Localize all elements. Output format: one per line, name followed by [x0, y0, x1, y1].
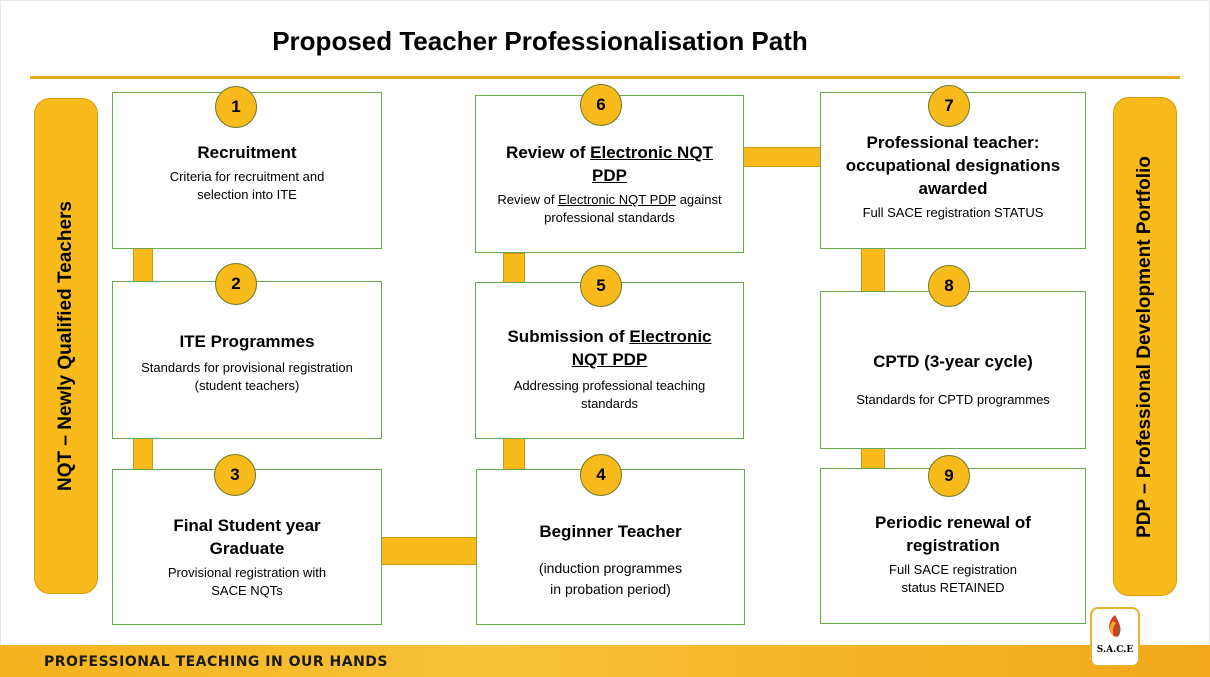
sace-logo-text: S.A.C.E [1096, 645, 1134, 655]
step-description: Review of Electronic NQT PDP against pro… [490, 191, 729, 227]
step-number-badge: 8 [928, 265, 970, 307]
step-number-badge: 1 [215, 86, 257, 128]
step-number-badge: 5 [580, 265, 622, 307]
step-description: Provisional registration with SACE NQTs [167, 565, 327, 598]
title-divider [30, 76, 1180, 79]
step-title-underlined: Electronic NQT PDP [571, 327, 712, 369]
sace-emblem-icon [1109, 615, 1121, 638]
connector-6-7 [743, 147, 821, 167]
step-number-badge: 7 [928, 85, 970, 127]
step-title-prefix: Submission of [507, 327, 630, 346]
step-number-badge: 2 [215, 263, 257, 305]
step-description: Addressing professional teaching standar… [513, 378, 706, 411]
step-description: (induction programmes in probation perio… [538, 560, 683, 597]
step-title: Periodic renewal of registration [875, 513, 1031, 555]
step-box-professional-teacher: Professional teacher: occupational desig… [820, 92, 1086, 249]
step-title: ITE Programmes [179, 332, 315, 351]
step-title-prefix: Review of [506, 143, 591, 162]
step-description: Standards for CPTD programmes [856, 392, 1050, 407]
step-desc-suffix: against professional standards [544, 192, 722, 225]
step-description: Full SACE registration status RETAINED [889, 562, 1017, 595]
step-title-underlined: Electronic NQT PDP [590, 143, 713, 185]
footer-banner: PROFESSIONAL TEACHING IN OUR HANDS [0, 645, 1210, 677]
step-title: Review of Electronic NQT PDP [496, 141, 723, 187]
step-number-badge: 4 [580, 454, 622, 496]
right-sidebar-pdp: PDP – Professional Development Portfolio [1113, 97, 1177, 596]
footer-tagline: PROFESSIONAL TEACHING IN OUR HANDS [44, 654, 388, 670]
step-number-badge: 6 [580, 84, 622, 126]
step-description: Criteria for recruitment and selection i… [169, 169, 325, 202]
step-box-submission-pdp: Submission of Electronic NQT PDP Address… [475, 282, 744, 439]
step-description: Full SACE registration STATUS [862, 205, 1044, 220]
step-title: CPTD (3-year cycle) [873, 352, 1033, 371]
step-desc-underlined: Electronic NQT PDP [558, 192, 677, 207]
step-number-badge: 3 [214, 454, 256, 496]
step-desc-prefix: Review of [497, 192, 559, 207]
sace-logo: S.A.C.E [1090, 607, 1140, 667]
connector-3-4 [381, 537, 477, 565]
left-sidebar-nqt: NQT – Newly Qualified Teachers [34, 98, 98, 594]
step-number-badge: 9 [928, 455, 970, 497]
connector-1-2 [133, 248, 153, 282]
connector-2-3 [133, 438, 153, 470]
step-title: Recruitment [197, 143, 297, 162]
step-box-cptd: CPTD (3-year cycle) Standards for CPTD p… [820, 291, 1086, 449]
step-title: Professional teacher: occupational desig… [845, 133, 1061, 198]
right-sidebar-label: PDP – Professional Development Portfolio [1134, 155, 1155, 538]
step-description: Standards for provisional registration (… [141, 360, 353, 393]
connector-8-9 [861, 448, 885, 469]
footer-background [0, 645, 1210, 677]
step-box-ite-programmes: ITE Programmes Standards for provisional… [112, 281, 382, 439]
page-title: Proposed Teacher Professionalisation Pat… [272, 26, 808, 56]
left-sidebar-label: NQT – Newly Qualified Teachers [55, 200, 76, 492]
connector-4-5 [503, 438, 525, 470]
step-box-final-student-year: Final Student year Graduate Provisional … [112, 469, 382, 625]
step-title: Final Student year Graduate [173, 516, 321, 558]
step-title: Submission of Electronic NQT PDP [488, 325, 731, 371]
step-title: Beginner Teacher [539, 522, 682, 541]
connector-7-8 [861, 248, 885, 292]
connector-5-6 [503, 253, 525, 283]
